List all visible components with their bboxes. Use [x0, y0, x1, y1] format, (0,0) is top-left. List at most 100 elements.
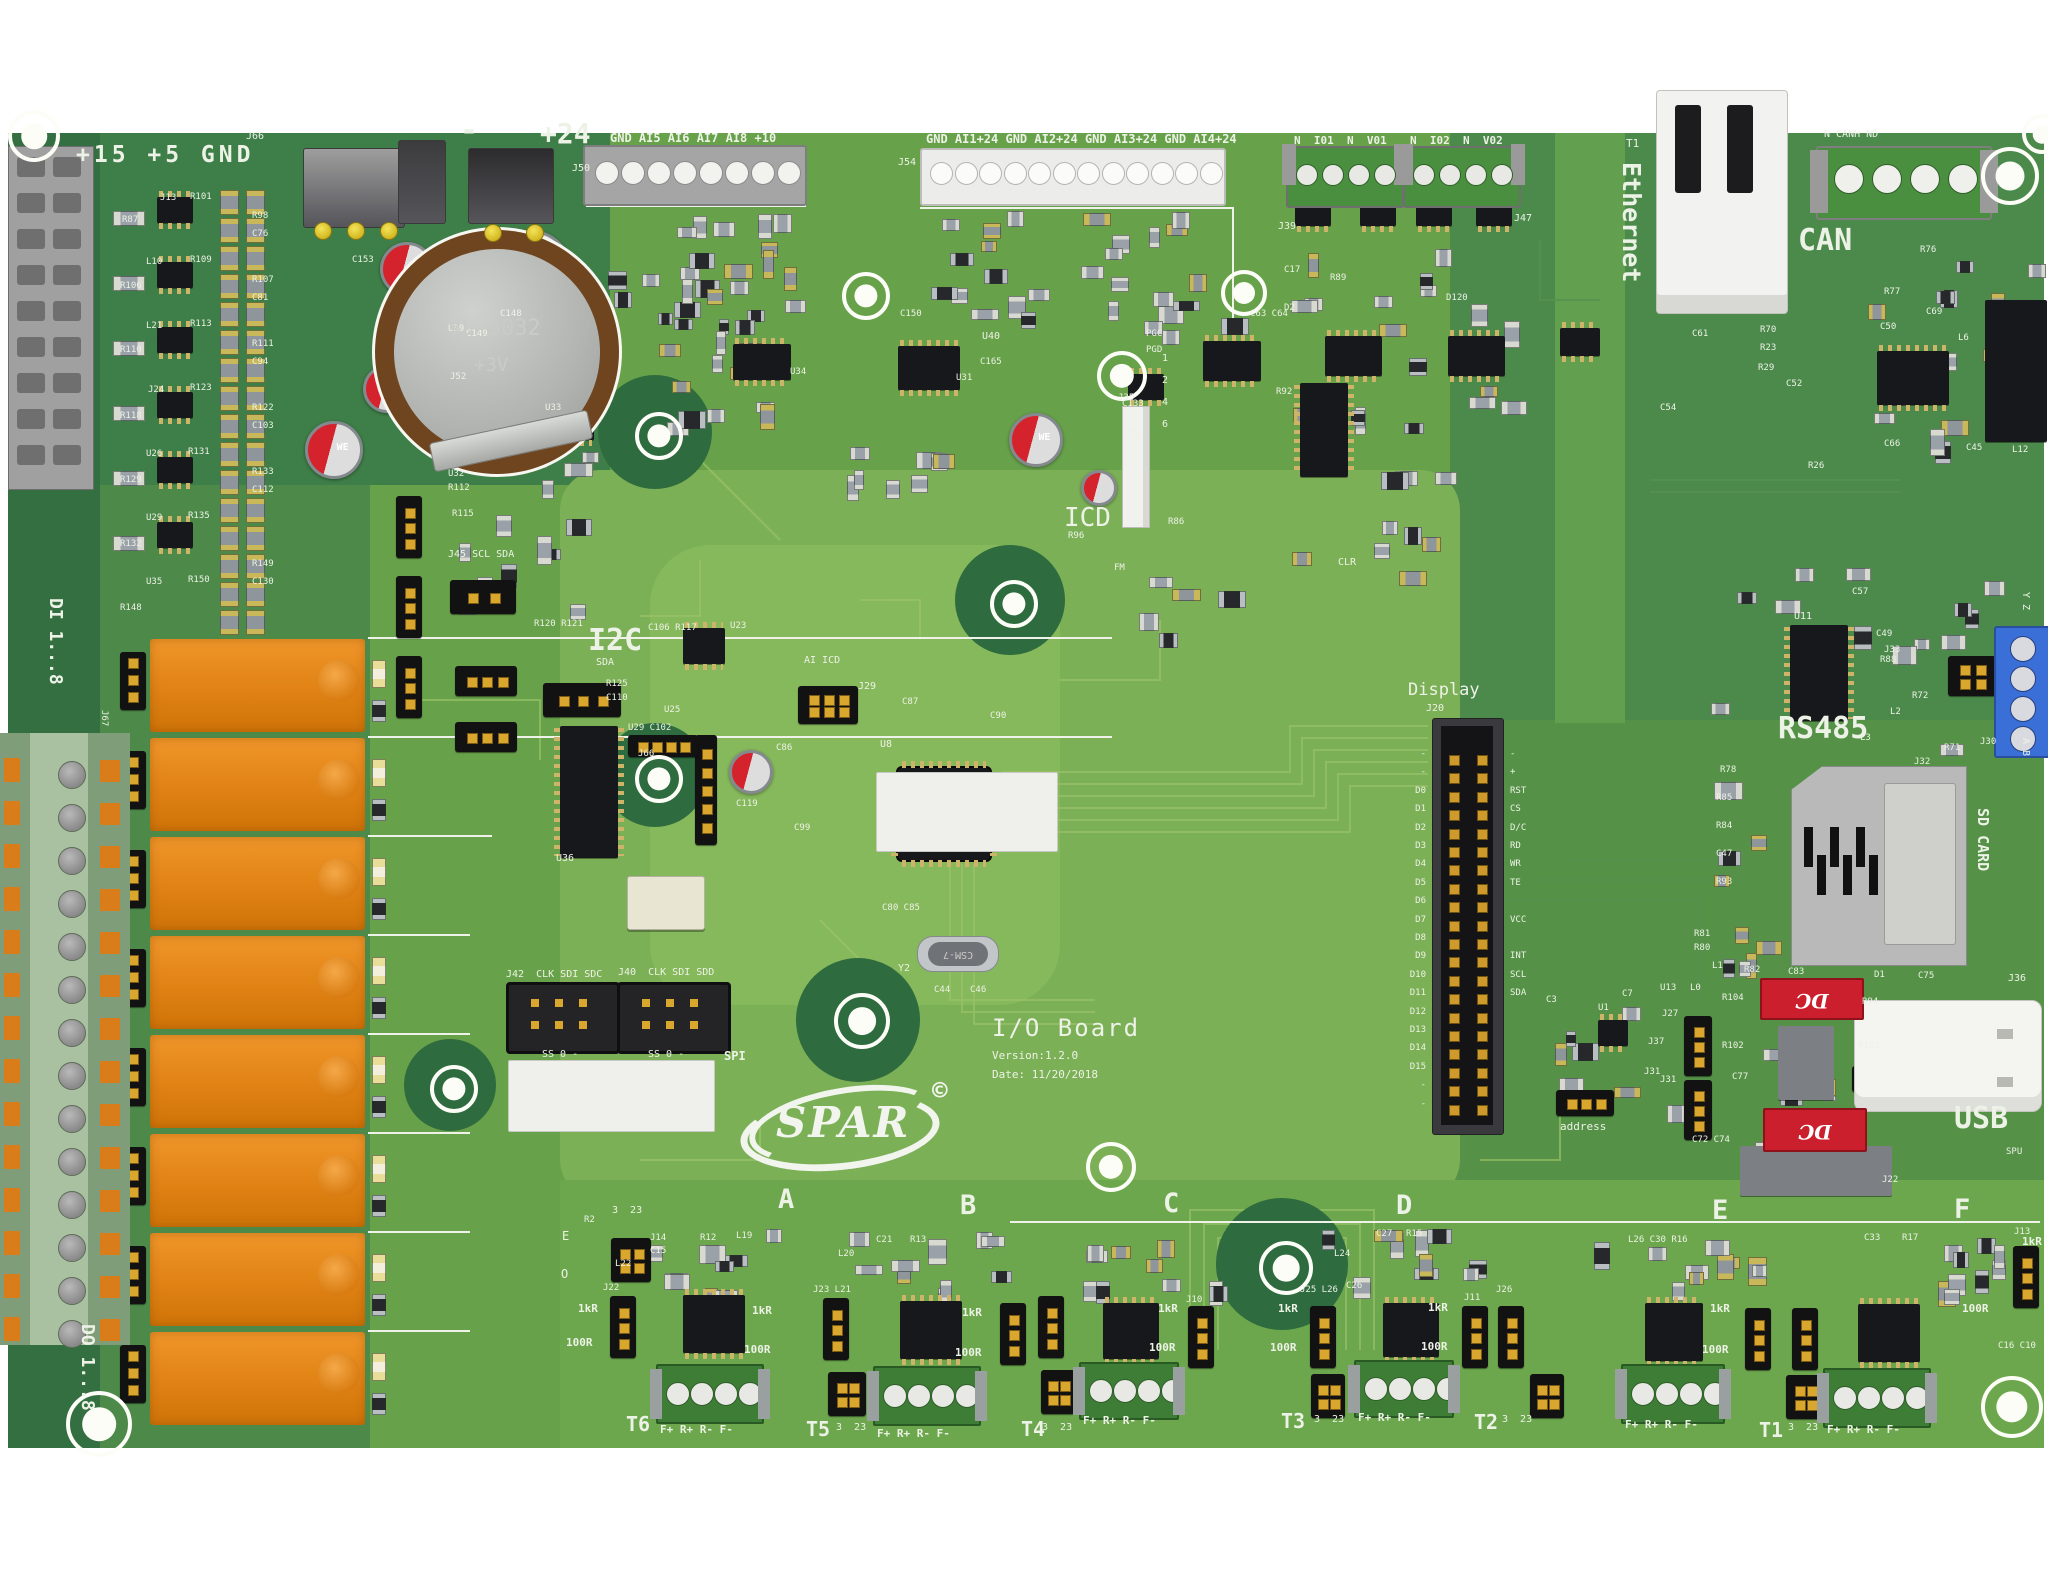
relay-test-button [318, 957, 360, 999]
silkscreen-text: N I01 N V01 [1294, 134, 1387, 147]
do-terminal-slot2 [100, 932, 120, 954]
relay-test-button [318, 1353, 360, 1395]
silkscreen-text: C110 [606, 693, 628, 703]
silkscreen-text: C80 C85 [882, 903, 920, 913]
smd-component [1956, 260, 1975, 274]
silkscreen-text: R106 [120, 281, 142, 291]
smd-component [1853, 625, 1872, 651]
diode [372, 1393, 386, 1415]
jumper-pin [849, 1397, 861, 1409]
terminal-hole [1175, 162, 1198, 185]
relay-test-button [318, 858, 360, 900]
silkscreen-text: J39 [1278, 221, 1297, 232]
smd-component [1403, 423, 1425, 434]
terminal-hole [1881, 1386, 1905, 1410]
jumper-pin [405, 587, 416, 599]
led [372, 1353, 386, 1381]
silkscreen-text: C57 [1852, 587, 1869, 597]
smd-component [1983, 580, 2006, 596]
display-header-pin [1477, 920, 1488, 932]
jumper-pin [466, 677, 478, 688]
optocoupler [157, 451, 193, 489]
vo-terminal [1399, 144, 1525, 208]
jumper-header [1462, 1306, 1488, 1368]
silkscreen-text: CLR [1338, 557, 1357, 568]
smd-component [849, 446, 871, 460]
smd-component [981, 241, 998, 253]
do-terminal-slot2 [100, 1147, 120, 1169]
silkscreen-text: address [1560, 1120, 1607, 1133]
silkscreen-text: R98 [252, 211, 269, 221]
dc-module: DC [1760, 978, 1864, 1020]
display-pin-label: D6 [1415, 896, 1426, 907]
jumper-pin [482, 733, 493, 744]
smd-component [113, 406, 145, 421]
jumper-pin [809, 707, 820, 719]
sd-contact [1869, 855, 1878, 895]
display-header-pin [1449, 773, 1460, 785]
smd-component [1737, 592, 1758, 605]
smd-component [613, 292, 632, 308]
rj45-slot [1675, 105, 1701, 193]
smd-component [729, 280, 750, 296]
power-connector [398, 140, 446, 224]
smd-component [1162, 329, 1181, 346]
silkscreen-text: R78 [1720, 765, 1737, 775]
silkscreen-text: Y2 [898, 963, 911, 974]
display-pin-label: D10 [1409, 969, 1426, 980]
display-pin-label: D12 [1409, 1006, 1426, 1017]
do-terminal-slot [4, 1188, 20, 1212]
silkscreen-text: C27 [1376, 1229, 1393, 1239]
jumper-pin [405, 523, 416, 534]
relay [150, 1332, 365, 1425]
smd-component [1952, 1251, 1969, 1269]
resistor-array [246, 414, 265, 439]
ic-chip [1784, 625, 1854, 721]
jumper-header [543, 683, 621, 717]
terminal-hole [979, 162, 1002, 185]
smd-component [1321, 1230, 1336, 1250]
display-pin-label: CS [1510, 804, 1521, 815]
jumper-pin [1581, 1099, 1592, 1110]
jumper-pin [620, 1248, 632, 1260]
silkscreen-text: R129 [120, 475, 142, 485]
smd-component [1566, 1030, 1577, 1048]
relay [150, 1035, 365, 1128]
do-terminal-slot [4, 887, 20, 911]
jumper-pin [1329, 1384, 1341, 1396]
display-pin-label: - [1510, 749, 1516, 759]
display-header-pin [1449, 1049, 1460, 1061]
silkscreen-text: J33 [1884, 645, 1901, 655]
resistor-array [220, 386, 239, 411]
smd-component [1718, 851, 1741, 867]
silkscreen-text: C33 [1864, 1233, 1881, 1243]
jumper-header [828, 1372, 866, 1416]
usb-port [1854, 1000, 2042, 1112]
silkscreen-text: J37 [1648, 1037, 1665, 1047]
di-terminal-clamp [17, 301, 45, 321]
silkscreen-text: C75 [1918, 971, 1935, 981]
jumper-pin [1471, 1333, 1482, 1344]
display-pin-label: WR [1510, 859, 1521, 870]
silkscreen-text: R85 [1716, 793, 1733, 803]
display-pin-label: SCL [1510, 969, 1527, 980]
smd-component [565, 518, 593, 537]
smd-component [1403, 527, 1422, 546]
jumper-pin [836, 1382, 848, 1394]
dc-module: DC [1763, 1108, 1867, 1152]
mount-hole [1259, 1241, 1313, 1295]
silkscreen-text: PGC [1146, 329, 1163, 339]
we-logo: WE [336, 441, 349, 453]
jumper-pin [1048, 1395, 1060, 1407]
silkscreen-text: GND AI1+24 GND AI2+24 GND AI3+24 GND AI4… [926, 132, 1237, 146]
do-terminal-slot [4, 844, 20, 868]
relay [150, 639, 365, 732]
smd-component [1080, 266, 1105, 280]
do-terminal-slot2 [100, 1061, 120, 1083]
silk-line [368, 637, 1112, 639]
smd-component [1292, 552, 1312, 566]
display-header-pin [1449, 939, 1460, 950]
jumper-pin [832, 1325, 843, 1336]
smd-component [537, 535, 552, 565]
